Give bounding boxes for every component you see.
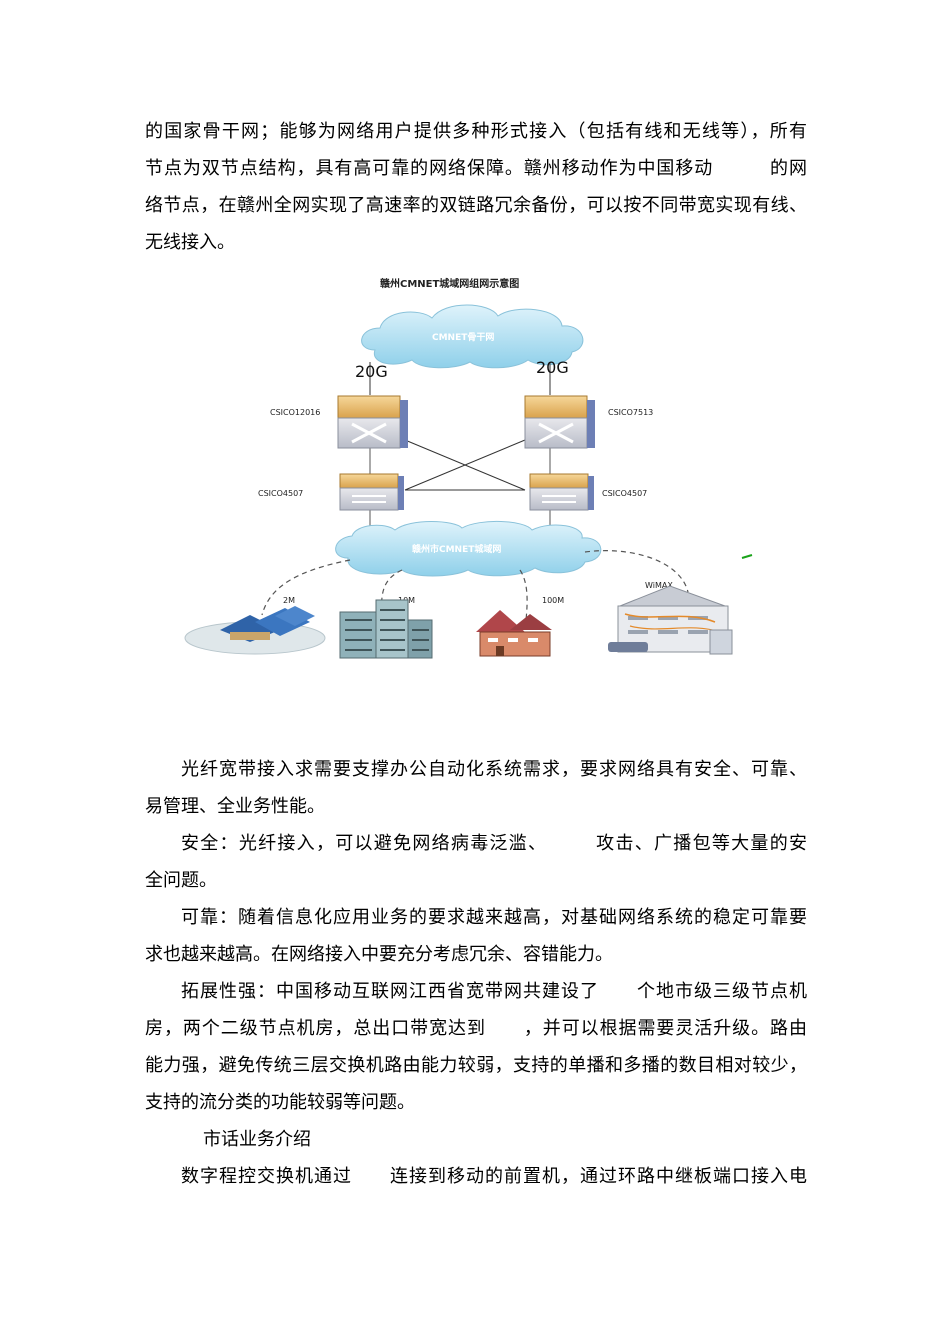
house-icon bbox=[476, 610, 552, 657]
p3-line-2: 求也越来越高。在网络接入中要充分考虑冗余、容错能力。 bbox=[145, 944, 613, 965]
paragraph-security: 安全：光纤接入，可以避免网络病毒泛滥、 攻击、广播包等大量的安 全问题。 bbox=[145, 825, 807, 899]
access-link-3 bbox=[519, 569, 528, 621]
heading-local-call-service: 市话业务介绍 bbox=[203, 1129, 311, 1150]
p4-line-3: 能力强，避免传统三层交换机路由能力较弱，支持的单播和多播的数目相对较少， bbox=[145, 1055, 807, 1076]
switch-right-icon bbox=[529, 473, 594, 511]
router-left-icon bbox=[337, 395, 408, 449]
router-left-label: CSICO12016 bbox=[270, 408, 320, 417]
access-link-1 bbox=[261, 559, 351, 616]
intro-line-1: 的国家骨干网；能够为网络用户提供多种形式接入（包括有线和无线等），所有 bbox=[145, 121, 807, 142]
backbone-label: CMNET骨干网 bbox=[432, 332, 494, 343]
link-label-left: 20G bbox=[355, 362, 388, 381]
switch-right-label: CSICO4507 bbox=[602, 489, 647, 498]
paragraph-fiber-requirements: 光纤宽带接入求需要支撑办公自动化系统需求，要求网络具有安全、可靠、 易管理、全业… bbox=[145, 751, 807, 825]
metro-cloud-icon bbox=[335, 520, 602, 577]
access-label-4: WiMAX bbox=[645, 581, 673, 590]
decorative-mark bbox=[741, 554, 753, 559]
access-label-1: 2M bbox=[283, 596, 295, 605]
switch-left-label: CSICO4507 bbox=[258, 489, 303, 498]
router-right-icon bbox=[524, 395, 595, 449]
intro-line-3: 络节点，在赣州全网实现了高速率的双链路冗余备份，可以按不同带宽实现有线、 bbox=[145, 195, 807, 216]
p4-line-1: 拓展性强：中国移动互联网江西省宽带网共建设了 个地市级三级节点机 bbox=[181, 981, 807, 1002]
network-diagram: 赣州CMNET城域网组网示意图 CMNET骨干网 20G 20G CSICO12… bbox=[184, 277, 753, 659]
office-building-icon bbox=[339, 599, 433, 659]
p1-line-1: 光纤宽带接入求需要支撑办公自动化系统需求，要求网络具有安全、可靠、 bbox=[181, 759, 807, 780]
p1-line-2: 易管理、全业务性能。 bbox=[145, 796, 325, 817]
access-label-3: 100M bbox=[542, 596, 564, 605]
campus-icon bbox=[184, 606, 326, 655]
p3-line-1: 可靠：随着信息化应用业务的要求越来越高，对基础网络系统的稳定可靠要 bbox=[181, 907, 807, 928]
paragraph-exchange: 数字程控交换机通过 连接到移动的前置机，通过环路中继板端口接入电 bbox=[145, 1158, 807, 1195]
metro-label: 赣州市CMNET城域网 bbox=[412, 543, 501, 555]
router-right-label: CSICO7513 bbox=[608, 408, 653, 417]
section-heading: 市话业务介绍 bbox=[145, 1121, 807, 1158]
paragraph-reliability: 可靠：随着信息化应用业务的要求越来越高，对基础网络系统的稳定可靠要 求也越来越高… bbox=[145, 899, 807, 973]
diagram-title: 赣州CMNET城域网组网示意图 bbox=[380, 277, 519, 290]
link-label-right: 20G bbox=[536, 358, 569, 377]
p5-line-1: 数字程控交换机通过 连接到移动的前置机，通过环路中继板端口接入电 bbox=[181, 1166, 807, 1187]
paragraph-scalability: 拓展性强：中国移动互联网江西省宽带网共建设了 个地市级三级节点机 房，两个二级节… bbox=[145, 973, 807, 1121]
switch-left-icon bbox=[339, 473, 404, 511]
intro-line-2: 节点为双节点结构，具有高可靠的网络保障。赣州移动作为中国移动 的网 bbox=[145, 158, 807, 179]
p2-line-2: 全问题。 bbox=[145, 870, 217, 891]
cross-link-2 bbox=[404, 439, 526, 491]
p4-line-2: 房，两个二级节点机房，总出口带宽达到 ，并可以根据需要灵活升级。路由 bbox=[145, 1018, 807, 1039]
intro-paragraph: 的国家骨干网；能够为网络用户提供多种形式接入（包括有线和无线等），所有 节点为双… bbox=[145, 113, 807, 261]
villa-icon bbox=[608, 585, 733, 655]
intro-line-4: 无线接入。 bbox=[145, 232, 235, 253]
p2-line-1: 安全：光纤接入，可以避免网络病毒泛滥、 攻击、广播包等大量的安 bbox=[181, 833, 807, 854]
p4-line-4: 支持的流分类的功能较弱等问题。 bbox=[145, 1092, 415, 1113]
access-link-4 bbox=[584, 550, 689, 593]
backbone-cloud-icon bbox=[361, 304, 584, 369]
